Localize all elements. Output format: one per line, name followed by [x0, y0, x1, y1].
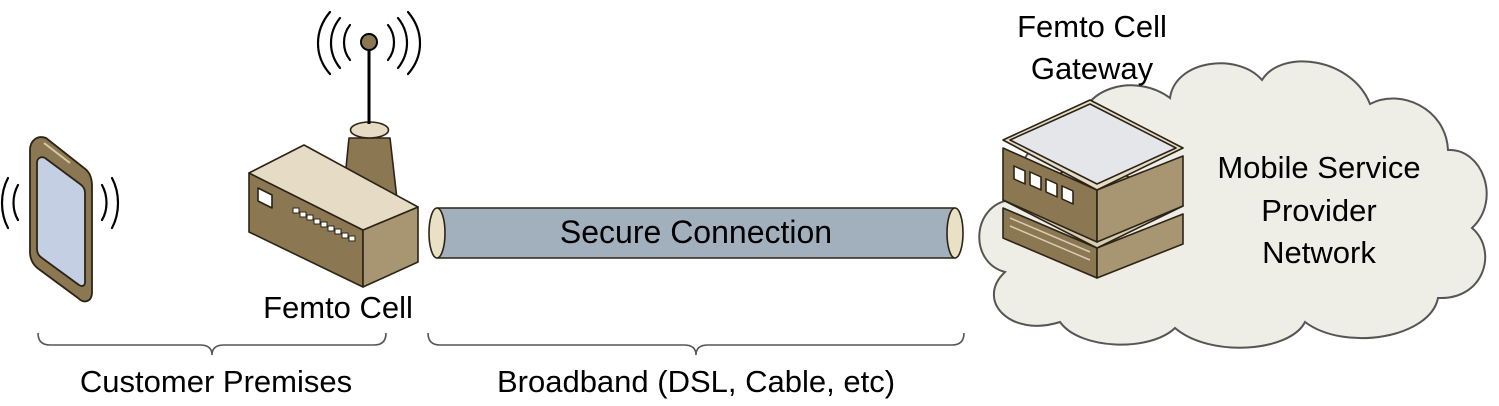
gateway-label-line2: Gateway — [1031, 51, 1154, 86]
cloud-label-line1: Mobile Service — [1217, 150, 1420, 185]
customer-premises-label: Customer Premises — [80, 364, 352, 399]
mobile-phone-icon — [29, 136, 93, 303]
femto-cell-router-icon — [248, 33, 419, 288]
broadband-brace — [427, 332, 965, 356]
broadband-label: Broadband (DSL, Cable, etc) — [497, 364, 895, 399]
cloud-label-line3: Network — [1262, 235, 1376, 270]
gateway-label-line1: Femto Cell — [1017, 9, 1167, 44]
secure-connection-label: Secure Connection — [560, 214, 832, 250]
cloud-label-line2: Provider — [1261, 193, 1376, 228]
customer-premises-brace — [37, 332, 387, 356]
secure-tunnel-icon — [428, 207, 964, 259]
femto-cell-label: Femto Cell — [263, 290, 413, 325]
antenna-signal-icon — [317, 10, 421, 76]
phone-signal-icon — [0, 176, 120, 230]
gateway-server-icon — [1002, 99, 1184, 279]
